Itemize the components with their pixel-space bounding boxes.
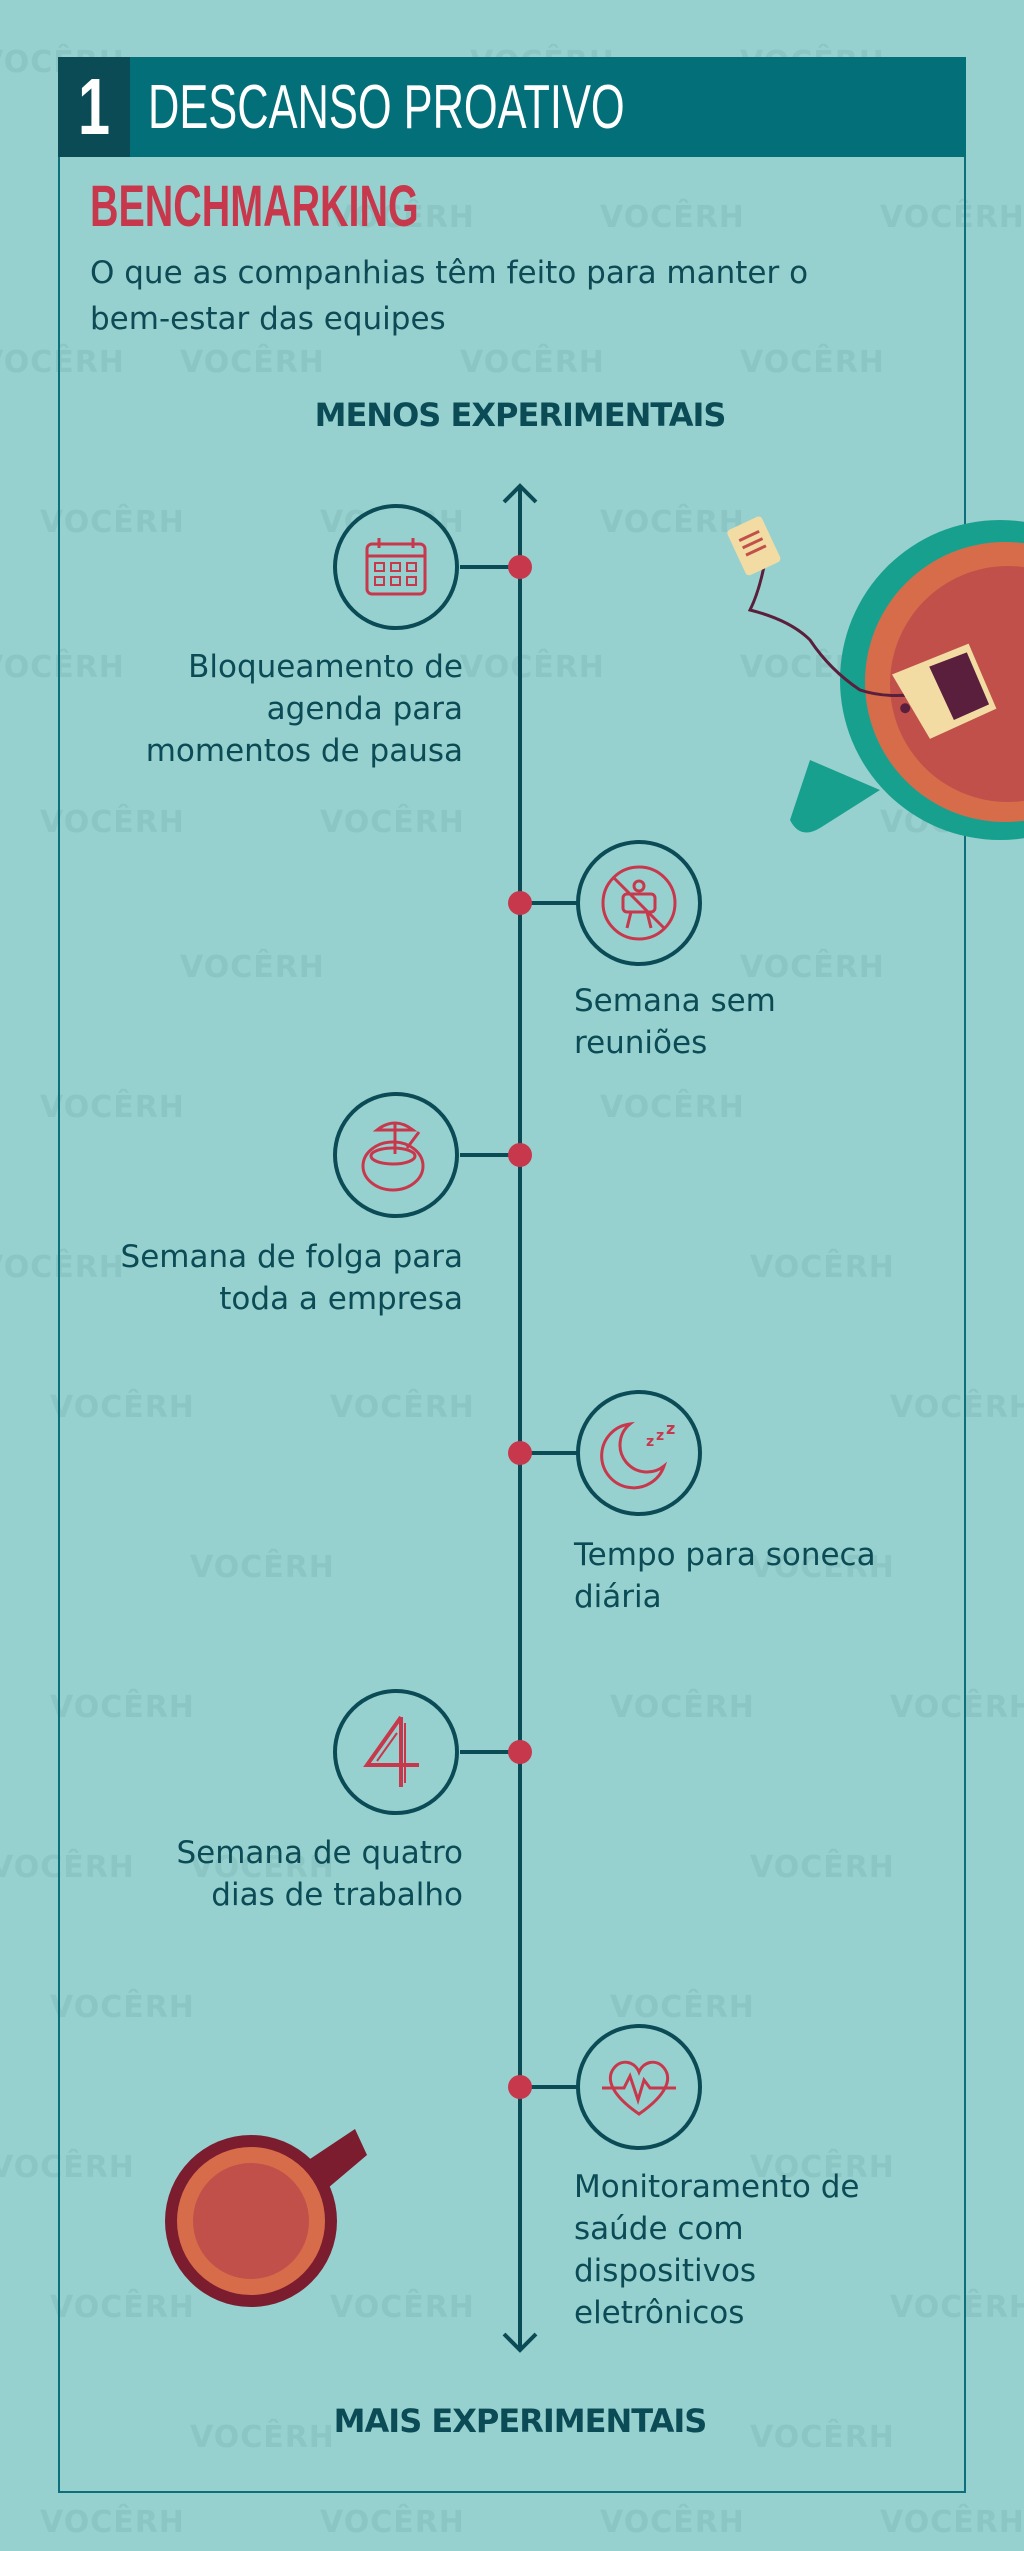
timeline-dot bbox=[508, 891, 532, 915]
coconut-drink-icon bbox=[361, 1121, 425, 1192]
timeline-arrow-up bbox=[502, 483, 538, 504]
timeline-dot bbox=[508, 2075, 532, 2099]
section-subtitle: O que as companhias têm feito para mante… bbox=[90, 255, 809, 337]
header-bar bbox=[58, 57, 966, 157]
timeline-item-label: Monitoramento de saúde com dispositivos … bbox=[574, 2169, 860, 2331]
coffee-mug-illustration bbox=[165, 2129, 367, 2307]
timeline-item-label: Semana de quatro dias de trabalho bbox=[176, 1835, 463, 1913]
number-four-icon bbox=[363, 1715, 419, 1787]
timeline-item-icon-circle: z z z bbox=[576, 1390, 702, 1516]
timeline-dot bbox=[508, 1740, 532, 1764]
timeline-item-label: Semana sem reuniões bbox=[574, 983, 776, 1061]
timeline-item-icon-circle bbox=[576, 2024, 702, 2150]
timeline-dot bbox=[508, 555, 532, 579]
moon-sleep-icon: z z z bbox=[600, 1419, 675, 1490]
timeline-item-icon-circle bbox=[333, 504, 459, 630]
timeline-item-label: Semana de folga para toda a empresa bbox=[120, 1239, 463, 1317]
no-meetings-icon bbox=[601, 865, 677, 941]
timeline-dot bbox=[508, 1143, 532, 1167]
timeline-item-icon-circle bbox=[576, 840, 702, 966]
timeline-item-icon-circle bbox=[333, 1689, 459, 1815]
timeline-item-icon-circle bbox=[333, 1092, 459, 1218]
timeline-bottom-label: MAIS EXPERIMENTAIS bbox=[333, 2402, 708, 2440]
svg-text:z: z bbox=[656, 1428, 664, 1444]
tea-cup-illustration bbox=[727, 516, 1024, 840]
svg-text:z: z bbox=[646, 1434, 654, 1450]
header-number: 1 bbox=[77, 62, 111, 151]
svg-text:z: z bbox=[666, 1419, 675, 1438]
header-number-box bbox=[58, 57, 130, 157]
calendar-icon bbox=[365, 538, 427, 596]
timeline-item-label: Bloqueamento de agenda para momentos de … bbox=[145, 649, 463, 769]
timeline-arrow-down bbox=[502, 2332, 538, 2353]
section-label: BENCHMARKING bbox=[90, 174, 419, 239]
header-title: DESCANSO PROATIVO bbox=[148, 72, 625, 142]
heartbeat-icon bbox=[602, 2060, 676, 2116]
timeline-item-label: Tempo para soneca diária bbox=[574, 1537, 876, 1615]
timeline-top-label: MENOS EXPERIMENTAIS bbox=[314, 396, 727, 434]
timeline-dot bbox=[508, 1441, 532, 1465]
